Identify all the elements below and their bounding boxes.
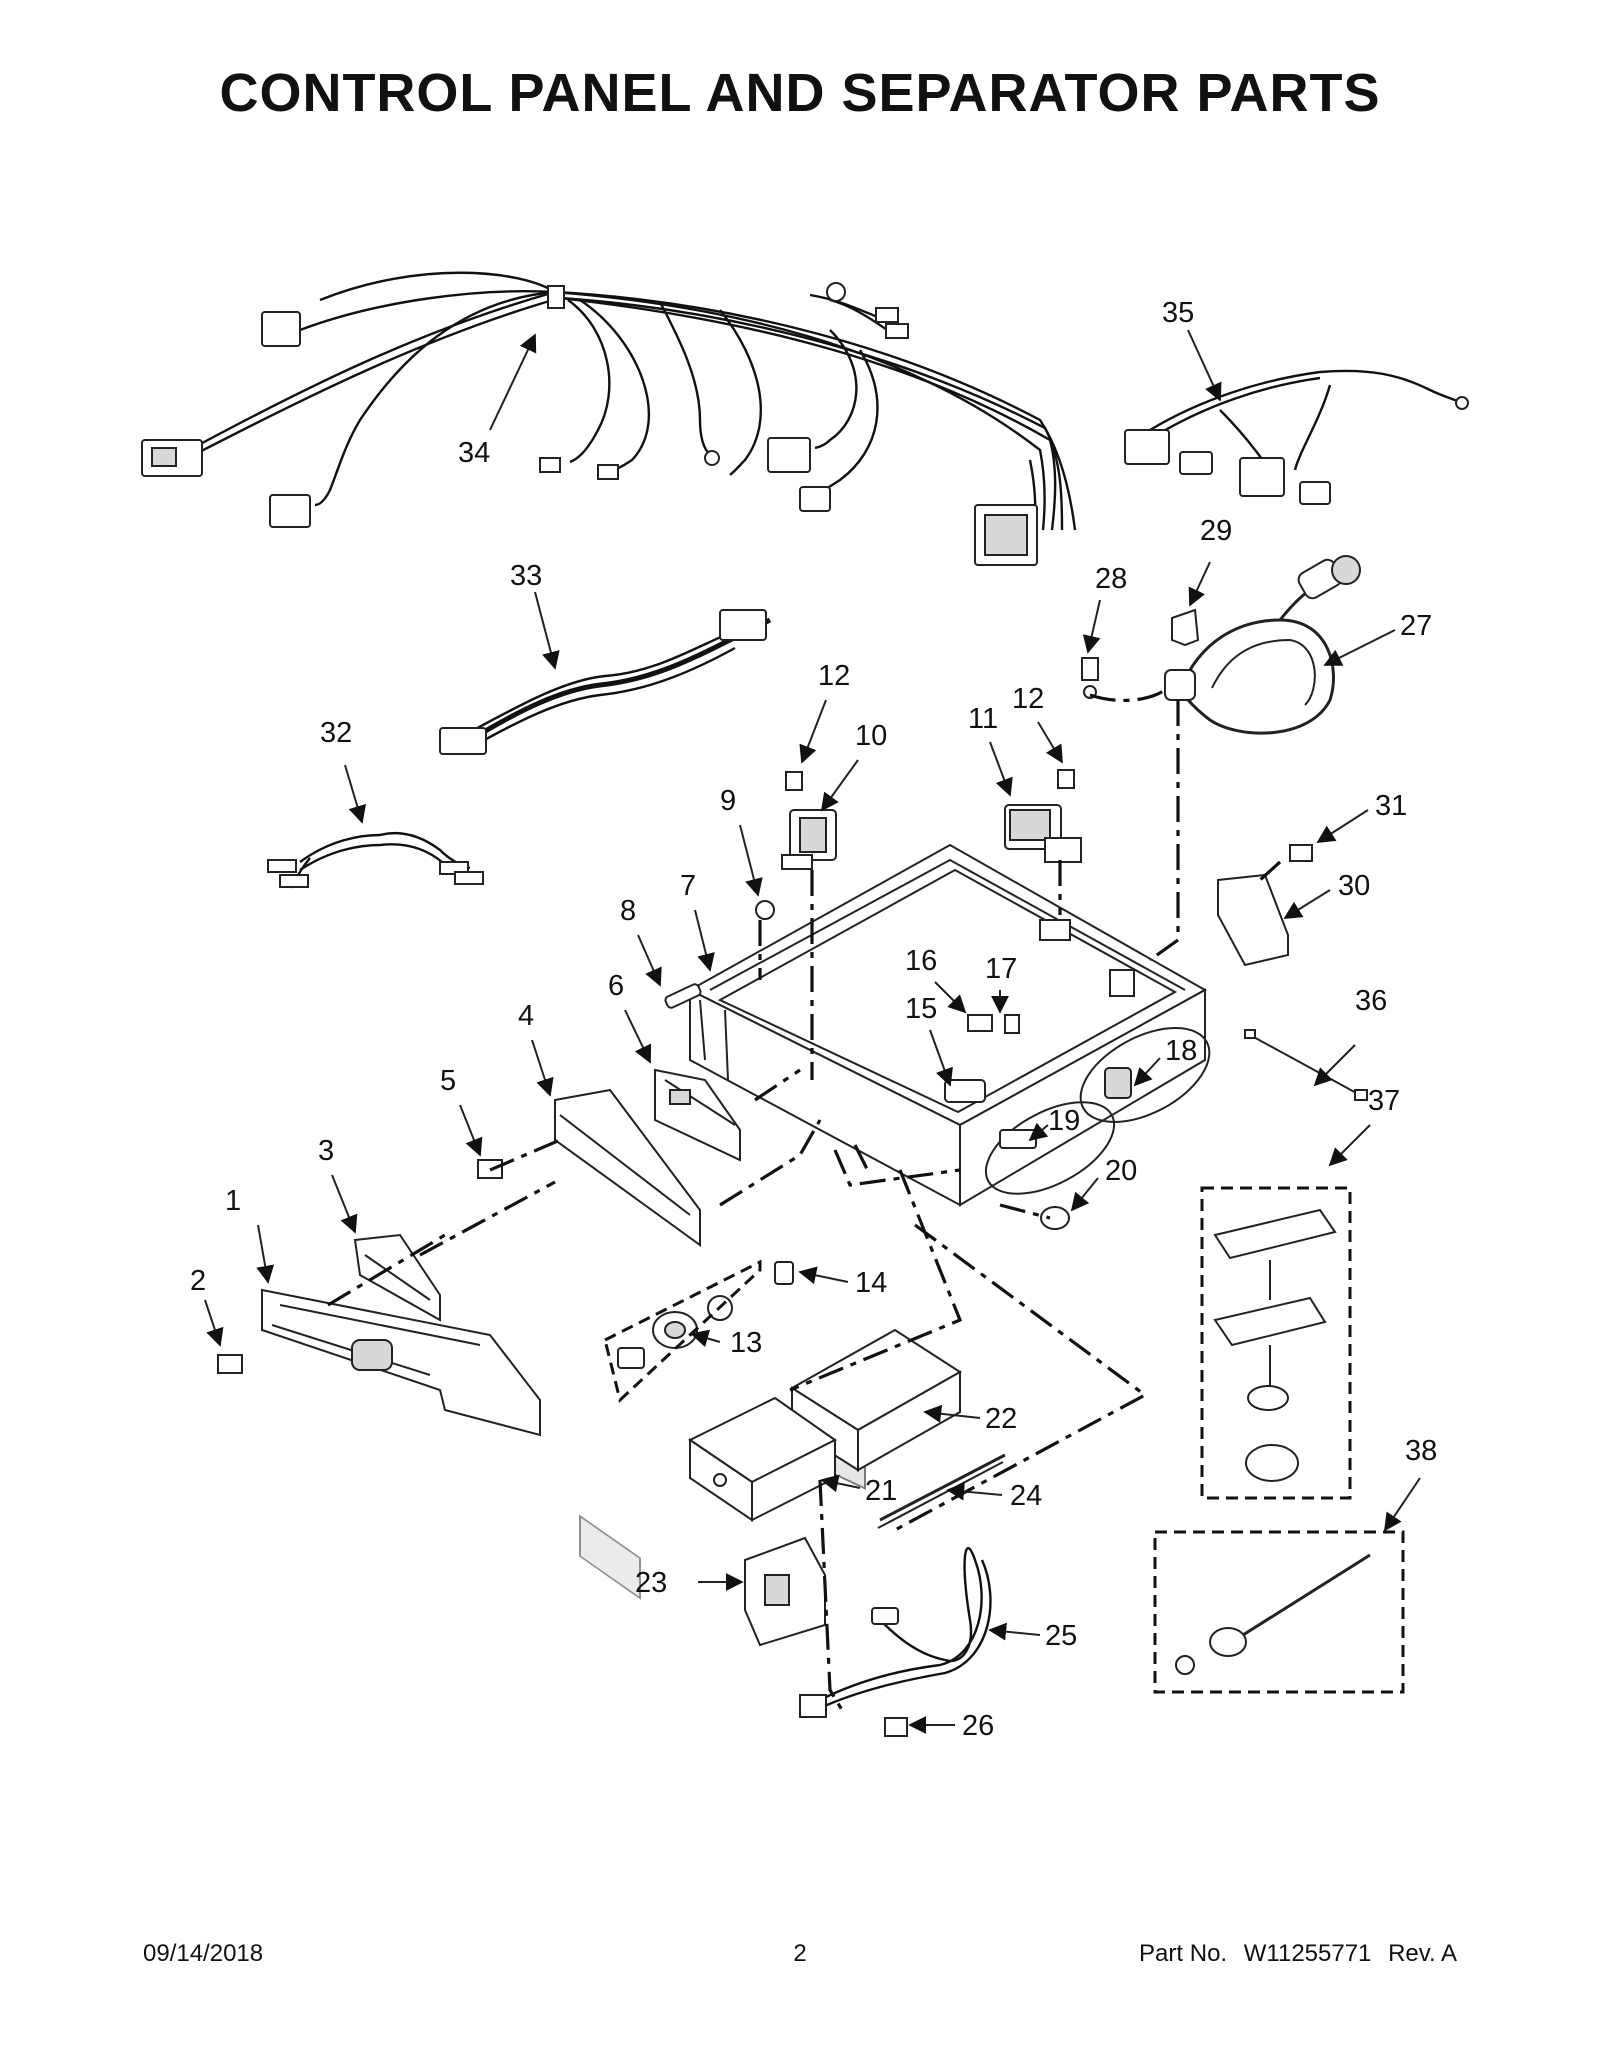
overlay-3 <box>353 1233 441 1322</box>
callout-5: 5 <box>440 1065 456 1097</box>
callout-33: 33 <box>510 560 542 592</box>
callout-4: 4 <box>518 1000 534 1032</box>
callout-28: 28 <box>1095 563 1127 595</box>
callout-15: 15 <box>905 993 937 1025</box>
callout-1: 1 <box>225 1185 241 1217</box>
nut-20 <box>1040 1206 1070 1230</box>
bracket-23 <box>744 1536 826 1647</box>
callout-8: 8 <box>620 895 636 927</box>
foot-kit-37 <box>1200 1186 1352 1500</box>
callout-7: 7 <box>680 870 696 902</box>
part-no-value: W11255771 <box>1243 1940 1372 1967</box>
assembly-lines <box>327 688 1282 1716</box>
control-board-6 <box>654 1068 741 1162</box>
callout-27: 27 <box>1400 610 1432 642</box>
harness-25 <box>799 1547 992 1718</box>
callout-20: 20 <box>1105 1155 1137 1187</box>
callout-31: 31 <box>1375 790 1407 822</box>
console-4 <box>554 1088 701 1600</box>
callout-13: 13 <box>730 1327 762 1359</box>
callout-10: 10 <box>855 720 887 752</box>
screw-2 <box>217 1354 243 1374</box>
callout-25: 25 <box>1045 1620 1077 1652</box>
callout-16: 16 <box>905 945 937 977</box>
callout-6: 6 <box>608 970 624 1002</box>
callout-19: 19 <box>1048 1105 1080 1137</box>
callout-29: 29 <box>1200 515 1232 547</box>
callout-30: 30 <box>1338 870 1370 902</box>
callout-23: 23 <box>635 1567 667 1599</box>
revision: Rev. A <box>1388 1940 1457 1967</box>
harness-33 <box>439 609 772 755</box>
callout-arrows <box>204 329 1421 1734</box>
callout-36: 36 <box>1355 985 1387 1017</box>
panel-1 <box>261 1288 541 1437</box>
screw-26 <box>884 1717 908 1737</box>
page-title: CONTROL PANEL AND SEPARATOR PARTS <box>219 63 1381 123</box>
harness-35 <box>1124 369 1469 505</box>
nut-9 <box>755 900 775 920</box>
relay-11 <box>1004 804 1082 863</box>
part-no-label: Part No. <box>1139 1940 1228 1967</box>
callout-37: 37 <box>1368 1085 1400 1117</box>
callout-35: 35 <box>1162 297 1194 329</box>
rod-24 <box>877 1453 1006 1529</box>
hose-kit-38 <box>1153 1530 1405 1694</box>
callout-labels: 1 2 3 4 5 6 7 8 9 10 11 12 12 13 14 15 1… <box>190 297 1437 1742</box>
bracket-14 <box>774 1261 794 1285</box>
callout-21: 21 <box>865 1475 897 1507</box>
callout-11: 11 <box>968 703 998 735</box>
relay-10 <box>781 809 837 870</box>
main-wire-harness-34 <box>141 271 1077 566</box>
box-22 <box>790 1328 962 1472</box>
spacer-8 <box>664 983 702 1009</box>
footer-part-number: Part No. W11255771 Rev. A <box>1129 1940 1457 1968</box>
callout-24: 24 <box>1010 1480 1042 1512</box>
callout-2: 2 <box>190 1265 206 1297</box>
bracket-30 <box>1217 873 1289 967</box>
sensor-36 <box>1244 1029 1368 1101</box>
callout-17: 17 <box>985 953 1017 985</box>
callout-3: 3 <box>318 1135 334 1167</box>
footer-page-number: 2 <box>793 1940 807 1967</box>
clip-29 <box>1171 608 1200 647</box>
callout-32: 32 <box>320 717 352 749</box>
callout-14: 14 <box>855 1267 887 1299</box>
callout-12: 12 <box>818 660 850 692</box>
callout-26: 26 <box>962 1710 994 1742</box>
cord-27 <box>1164 555 1361 735</box>
callout-22: 22 <box>985 1403 1017 1435</box>
separator-box-7 <box>687 843 1211 1490</box>
callout-12b: 12 <box>1012 683 1044 715</box>
callout-34: 34 <box>458 437 490 469</box>
harness-32 <box>267 831 484 889</box>
callout-38: 38 <box>1405 1435 1437 1467</box>
knob-assembly-13 <box>617 1295 733 1369</box>
callout-9: 9 <box>720 785 736 817</box>
callout-18: 18 <box>1165 1035 1197 1067</box>
footer-date: 09/14/2018 <box>143 1940 264 1967</box>
